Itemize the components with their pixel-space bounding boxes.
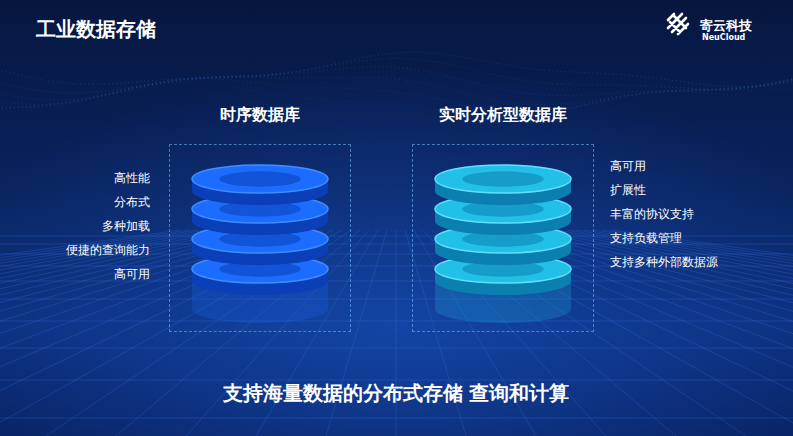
database-cylinder [412,104,594,332]
feature-item: 高可用 [610,158,646,175]
feature-item: 支持负载管理 [610,230,682,247]
grid-line [576,230,793,436]
feature-item: 高可用 [114,266,150,283]
feature-item: 高性能 [114,170,150,187]
logo-text: 寄云科技 [700,17,752,35]
grid-line [531,230,793,436]
disk-inner [219,171,301,186]
wave-line [0,79,793,112]
grid-line [540,230,793,436]
timeseries-db: 时序数据库 [169,104,351,332]
wave-line [0,59,793,94]
grid-line [522,230,793,436]
wave-line [0,77,793,105]
page-title: 工业数据存储 [36,16,156,43]
feature-item: 支持多种外部数据源 [610,254,718,271]
grid-line [326,230,387,436]
dashed-frame [169,144,351,332]
grid-line [116,230,360,436]
grid-line [585,230,793,436]
db-heading: 实时分析型数据库 [412,104,594,126]
database-cylinder [169,104,351,332]
feature-item: 丰富的协议支持 [610,206,694,223]
feature-item: 便捷的查询能力 [66,242,150,259]
db-heading: 时序数据库 [169,104,351,126]
grid-line [603,230,793,436]
wave-line [0,82,793,117]
dashed-frame [412,144,594,332]
disk-top [435,165,571,193]
analytic-db: 实时分析型数据库 [412,104,594,332]
grid-line [0,321,793,322]
feature-item: 分布式 [114,194,150,211]
particle-waves [0,52,793,120]
disk-top [192,165,328,193]
caption: 支持海量数据的分布式存储 查询和计算 [223,380,570,407]
grid-line [0,380,793,381]
wave-line [0,88,793,120]
logo-mark [668,14,688,34]
grid-line [0,230,333,436]
disk-inner [462,171,544,186]
grid-line [0,299,793,300]
logo-text: NeuCloud [702,33,745,42]
grid-line [0,348,793,349]
grid-line [594,230,793,436]
grid-line [0,418,793,419]
grid-line [186,230,369,436]
wave-line [0,67,793,100]
floor-grid [0,230,793,436]
feature-item: 多种加载 [102,218,150,235]
grid-line [46,230,351,436]
wave-line [0,52,793,86]
grid-line [0,230,225,436]
feature-item: 扩展性 [610,182,646,199]
grid-line [396,230,397,436]
grid-line [0,230,342,436]
